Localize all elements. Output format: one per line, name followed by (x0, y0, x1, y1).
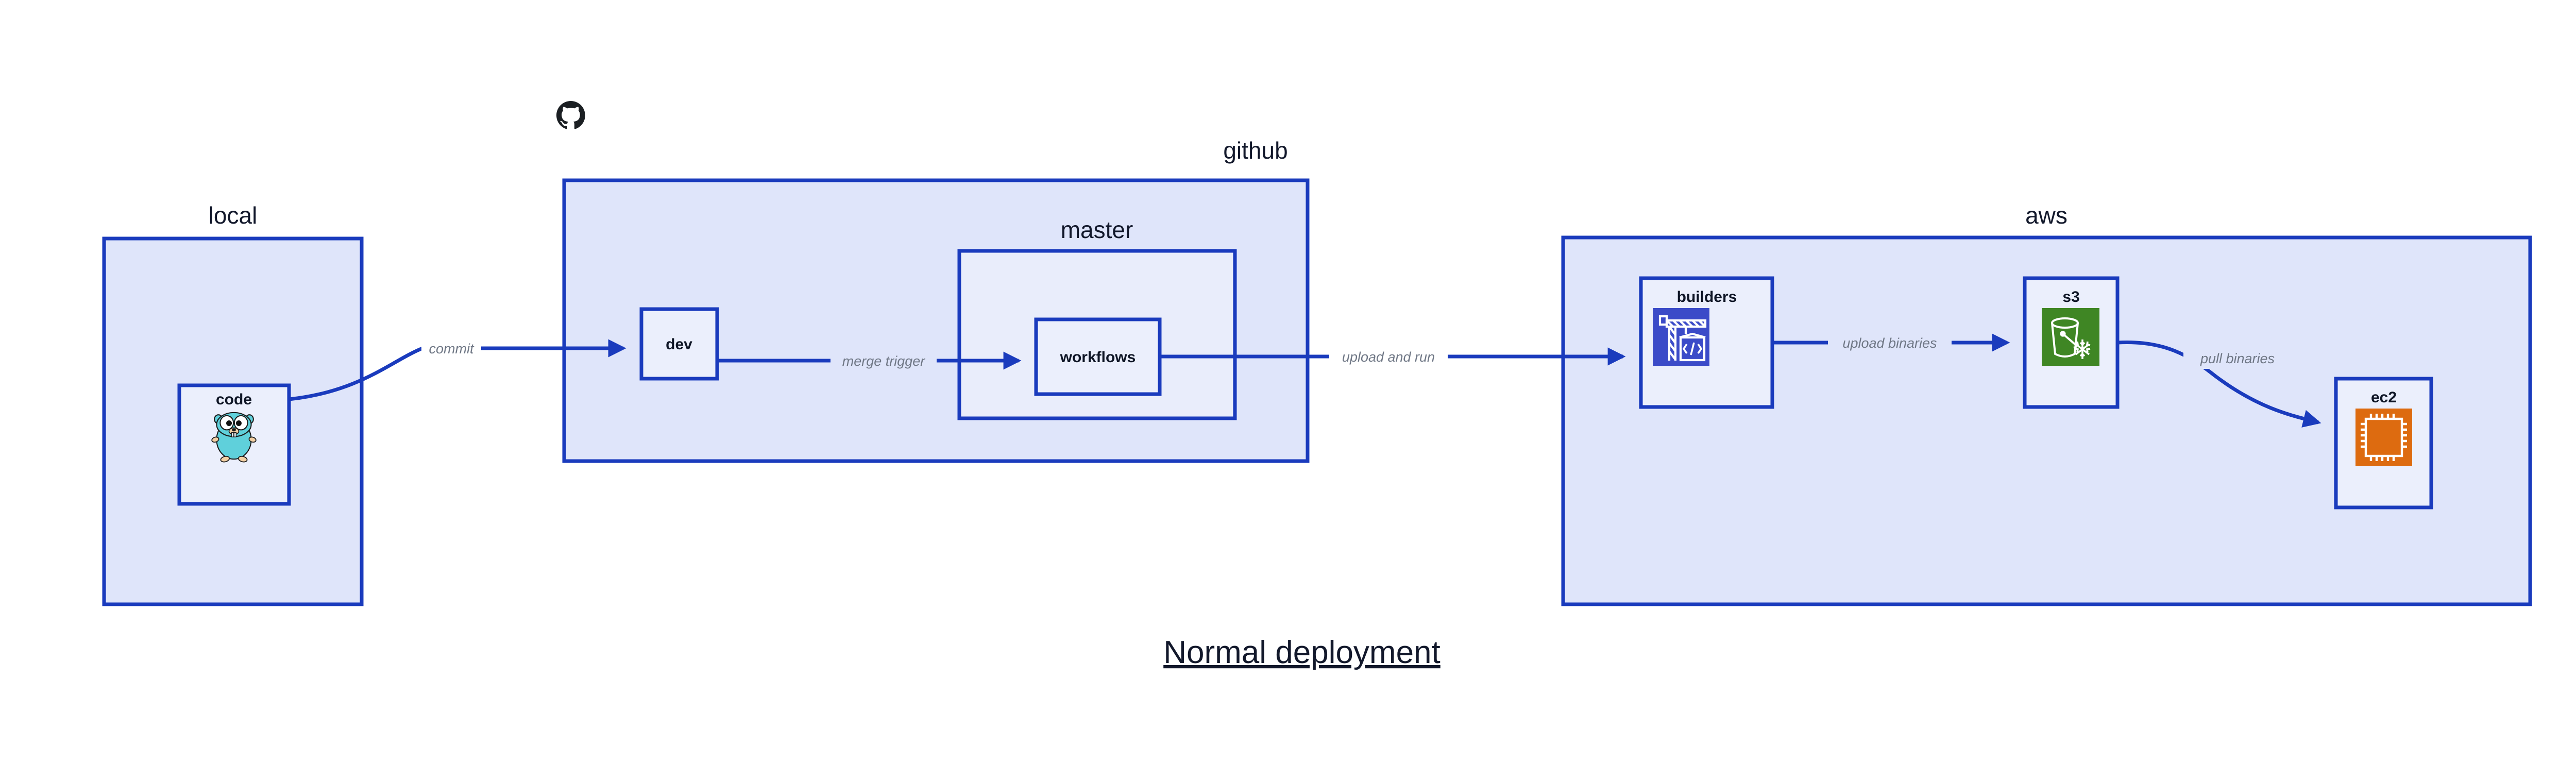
edge-pull-binaries-label-bg (2183, 348, 2292, 369)
node-workflows-rect[interactable] (1034, 317, 1162, 396)
edge-merge-trigger-label-bg (831, 351, 937, 371)
node-dev-rect[interactable] (639, 307, 719, 381)
node-workflows-label: workflows (1060, 349, 1136, 366)
edge-upload-and-run-label: upload and run (1342, 349, 1435, 365)
node-s3[interactable]: s3 (2023, 276, 2120, 409)
edge-upload-binaries: upload binaries (1772, 333, 2010, 353)
cluster-aws-label: aws (2025, 202, 2067, 229)
edge-pull-binaries-line (2117, 340, 2321, 428)
node-dev[interactable]: dev (639, 307, 719, 381)
edge-commit-label: commit (429, 341, 474, 356)
edge-upload-binaries-label: upload binaries (1842, 335, 1937, 351)
aws-ec2-icon (2355, 409, 2412, 466)
diagram-title: Normal deployment (1163, 635, 1440, 670)
cluster-local-label: local (209, 202, 258, 229)
node-s3-label: s3 (2062, 288, 2079, 305)
aws-s3-glacier-icon (2042, 308, 2099, 366)
aws-codebuild-icon (1653, 308, 1709, 366)
node-ec2[interactable]: ec2 (2334, 377, 2433, 510)
node-code-label: code (216, 391, 252, 408)
edge-commit-line (289, 339, 626, 401)
github-octocat-icon (556, 101, 585, 129)
edge-upload-and-run-label-bg (1329, 347, 1448, 367)
go-gopher-icon (211, 412, 257, 463)
node-workflows[interactable]: workflows (1034, 317, 1162, 396)
edge-upload-binaries-label-bg (1828, 333, 1952, 353)
edge-pull-binaries: pull binaries (2117, 340, 2321, 428)
node-dev-label: dev (666, 336, 692, 353)
node-builders-label: builders (1677, 288, 1737, 305)
node-ec2-label: ec2 (2371, 389, 2397, 406)
edge-commit: commit (289, 338, 626, 401)
edge-merge-trigger: merge trigger (717, 351, 1022, 371)
cluster-github-label: github (1223, 137, 1287, 164)
node-builders[interactable]: builders (1639, 276, 1774, 409)
edge-merge-trigger-label: merge trigger (842, 353, 926, 369)
edge-upload-and-run: upload and run (1160, 347, 1626, 367)
node-code[interactable]: code (177, 383, 291, 506)
cluster-master-label: master (1061, 216, 1133, 243)
edge-commit-label-bg (421, 338, 481, 359)
edge-pull-binaries-label: pull binaries (2200, 351, 2275, 366)
